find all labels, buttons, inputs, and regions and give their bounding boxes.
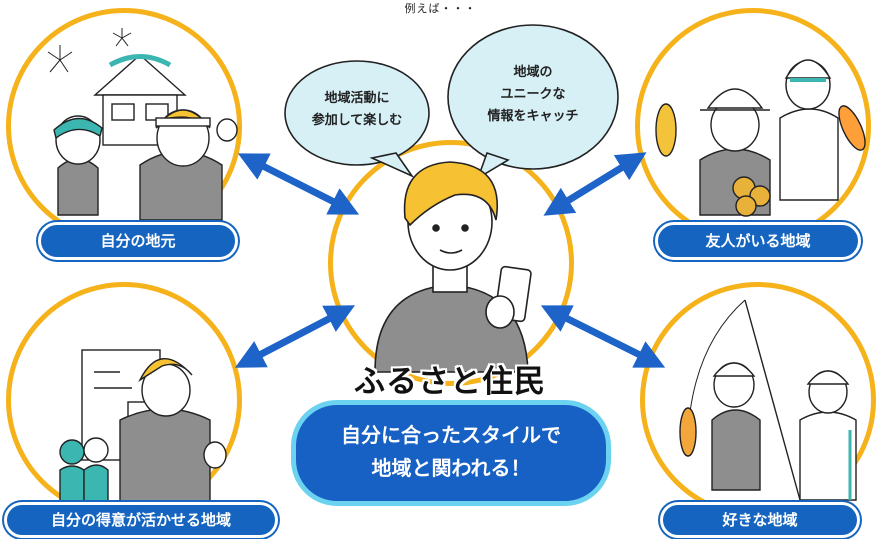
- center-title: ふるさと住民: [354, 364, 546, 400]
- speech-bubble-right-text: 地域の ユニークな 情報をキャッチ: [487, 65, 579, 124]
- label-hometown: 自分の地元: [38, 222, 238, 260]
- speech-bubble-left-shape: [284, 60, 430, 178]
- label-friend-region: 友人がいる地域: [655, 222, 861, 260]
- top-note: 例えば・・・: [404, 2, 477, 15]
- center-tagline-pill: 自分に合ったスタイルで 地域と関われる！: [291, 400, 611, 506]
- arrow-bottom-left: [234, 305, 356, 368]
- center-person-illustration: [374, 161, 532, 373]
- friend-region-illustration: [655, 59, 866, 217]
- label-skill-region: 自分の得意が活かせる地域: [4, 502, 278, 538]
- favorite-region-illustration: [679, 299, 857, 501]
- skill-region-illustration: [59, 349, 227, 521]
- arrow-top-left: [237, 153, 360, 215]
- arrows: [234, 152, 666, 368]
- arrow-top-right: [543, 152, 647, 216]
- hometown-illustration: [47, 28, 238, 221]
- arrow-bottom-right: [540, 305, 666, 368]
- label-favorite-region: 好きな地域: [660, 502, 860, 538]
- speech-bubble-left-text: 地域活動に 参加して楽しむ: [311, 91, 403, 128]
- speech-bubble-right-shape: [447, 24, 619, 180]
